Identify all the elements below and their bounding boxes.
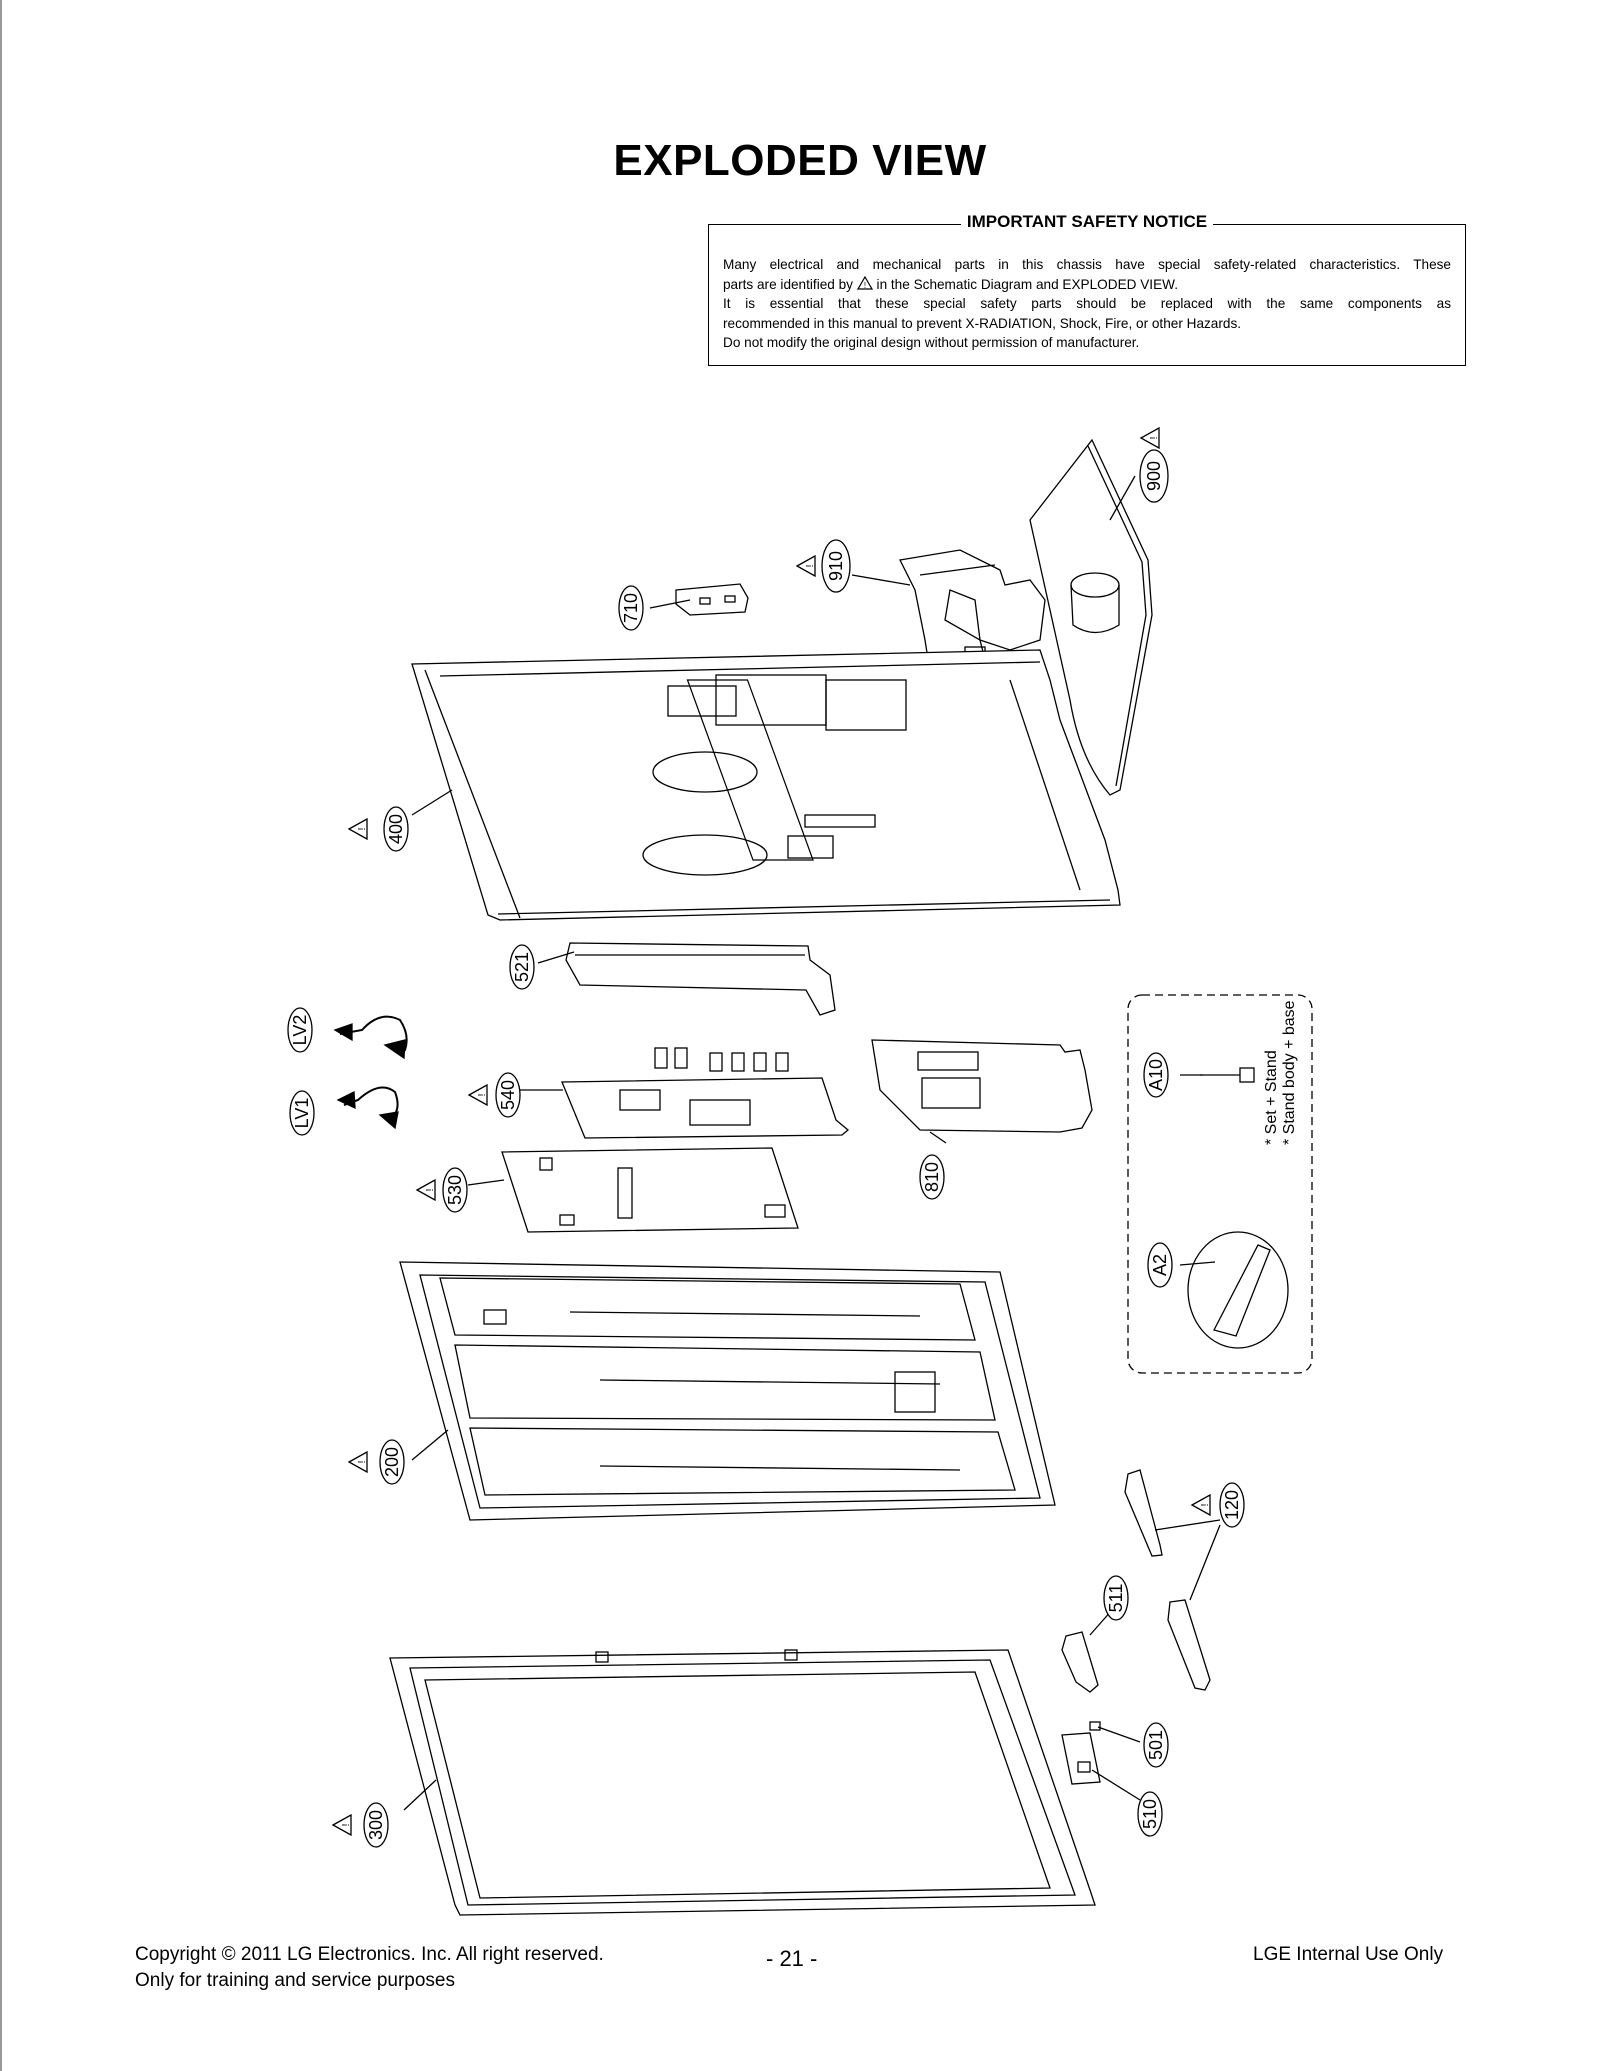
callout-810: 810 xyxy=(919,1154,945,1200)
bracket-511-drawing xyxy=(1061,1631,1099,1693)
notice-line-4: recommended in this manual to prevent X-… xyxy=(723,315,1242,331)
cable-lv2-drawing xyxy=(333,1015,408,1060)
page-number: - 21 - xyxy=(766,1946,818,1971)
frame-200-drawing xyxy=(399,1261,1056,1521)
page-title: EXPLODED VIEW xyxy=(613,136,987,185)
page-border xyxy=(0,0,2,2071)
stand-base-drawing xyxy=(1029,438,1153,796)
notice-line-2: parts are identified by ! in the Schemat… xyxy=(723,275,1178,292)
svg-text:A10: A10 xyxy=(1146,1059,1166,1091)
svg-text:540: 540 xyxy=(498,1080,518,1110)
footer-internal-use: LGE Internal Use Only xyxy=(1253,1944,1444,1965)
callout-910: 910 xyxy=(821,539,851,593)
callout-501: 501 xyxy=(1143,1722,1169,1768)
footer-copyright: Copyright © 2011 LG Electronics. Inc. Al… xyxy=(135,1944,604,1965)
callout-900: 900 xyxy=(1139,449,1169,503)
board-521-drawing xyxy=(565,942,836,1016)
stand-note-2: * Stand body + base xyxy=(1281,1000,1298,1145)
back-cover-drawing xyxy=(411,649,1121,921)
callout-120: 120 xyxy=(1219,1482,1245,1528)
svg-text:510: 510 xyxy=(1140,1799,1160,1829)
accessories-box xyxy=(1127,994,1313,1374)
callout-510: 510 xyxy=(1137,1791,1163,1837)
callout-200: 200 xyxy=(379,1439,405,1485)
notice-line-3: It is essential that these special safet… xyxy=(723,296,1451,311)
speaker-120-drawing xyxy=(1124,1469,1211,1691)
warning-triangle-icon xyxy=(1191,1494,1212,1516)
screw-a10-drawing xyxy=(1200,1067,1255,1083)
warning-triangle-icon: ! xyxy=(856,275,873,290)
safety-notice-heading: IMPORTANT SAFETY NOTICE xyxy=(960,212,1214,231)
callout-a10: A10 xyxy=(1143,1052,1169,1098)
svg-text:511: 511 xyxy=(1106,1584,1126,1613)
notice-line-1: Many electrical and mechanical parts in … xyxy=(723,257,1451,272)
callout-521: 521 xyxy=(509,944,535,990)
svg-text:521: 521 xyxy=(512,952,532,982)
board-540-drawing xyxy=(561,1047,850,1139)
warning-triangle-icon xyxy=(1140,427,1161,449)
callout-710: 710 xyxy=(618,585,644,631)
svg-text:LV1: LV1 xyxy=(292,1098,312,1129)
warning-triangle-icon xyxy=(796,555,817,577)
svg-text:910: 910 xyxy=(826,551,846,581)
safety-notice-box: IMPORTANT SAFETY NOTICE Many electrical … xyxy=(708,212,1466,366)
svg-text:120: 120 xyxy=(1222,1490,1242,1520)
warning-triangle-icon xyxy=(348,1451,369,1473)
callout-a2: A2 xyxy=(1147,1242,1173,1288)
callout-lv2: LV2 xyxy=(287,1007,313,1053)
footer-training-note: Only for training and service purposes xyxy=(135,1970,455,1991)
svg-text:900: 900 xyxy=(1144,461,1164,491)
callout-530: 530 xyxy=(442,1167,468,1213)
stand-notes: * Set + Stand * Stand body + base xyxy=(1263,1000,1298,1145)
board-530-drawing xyxy=(501,1147,799,1233)
svg-text:400: 400 xyxy=(386,814,406,844)
svg-text:300: 300 xyxy=(366,1810,386,1840)
stand-note-1: * Set + Stand xyxy=(1263,1050,1280,1145)
warning-triangle-icon xyxy=(468,1084,489,1106)
warning-triangle-icon xyxy=(416,1179,437,1201)
callout-400: 400 xyxy=(383,806,409,852)
callout-lv1: LV1 xyxy=(289,1090,315,1136)
front-bezel-300-drawing xyxy=(389,1649,1096,1916)
module-510-drawing xyxy=(1061,1732,1101,1785)
svg-text:710: 710 xyxy=(621,593,641,623)
module-501-drawing xyxy=(1089,1721,1101,1731)
callout-300: 300 xyxy=(363,1802,389,1848)
bracket-710-drawing xyxy=(675,583,749,616)
warning-triangle-icon xyxy=(332,1814,353,1836)
safety-notice-body: Many electrical and mechanical parts in … xyxy=(723,255,1451,353)
callout-540: 540 xyxy=(495,1072,521,1118)
notice-line-5: Do not modify the original design withou… xyxy=(723,335,1140,350)
svg-text:530: 530 xyxy=(445,1175,465,1205)
callout-511: 511 xyxy=(1103,1575,1129,1621)
shield-plate-810-drawing xyxy=(871,1039,1093,1133)
svg-text:!: ! xyxy=(864,281,866,290)
tool-a2-drawing xyxy=(1187,1231,1289,1349)
svg-text:200: 200 xyxy=(382,1447,402,1477)
svg-text:LV2: LV2 xyxy=(290,1015,310,1046)
svg-text:A2: A2 xyxy=(1150,1254,1170,1276)
svg-text:810: 810 xyxy=(922,1162,942,1192)
svg-text:501: 501 xyxy=(1146,1730,1166,1760)
cable-lv1-drawing xyxy=(336,1086,399,1130)
warning-triangle-icon xyxy=(348,818,369,840)
